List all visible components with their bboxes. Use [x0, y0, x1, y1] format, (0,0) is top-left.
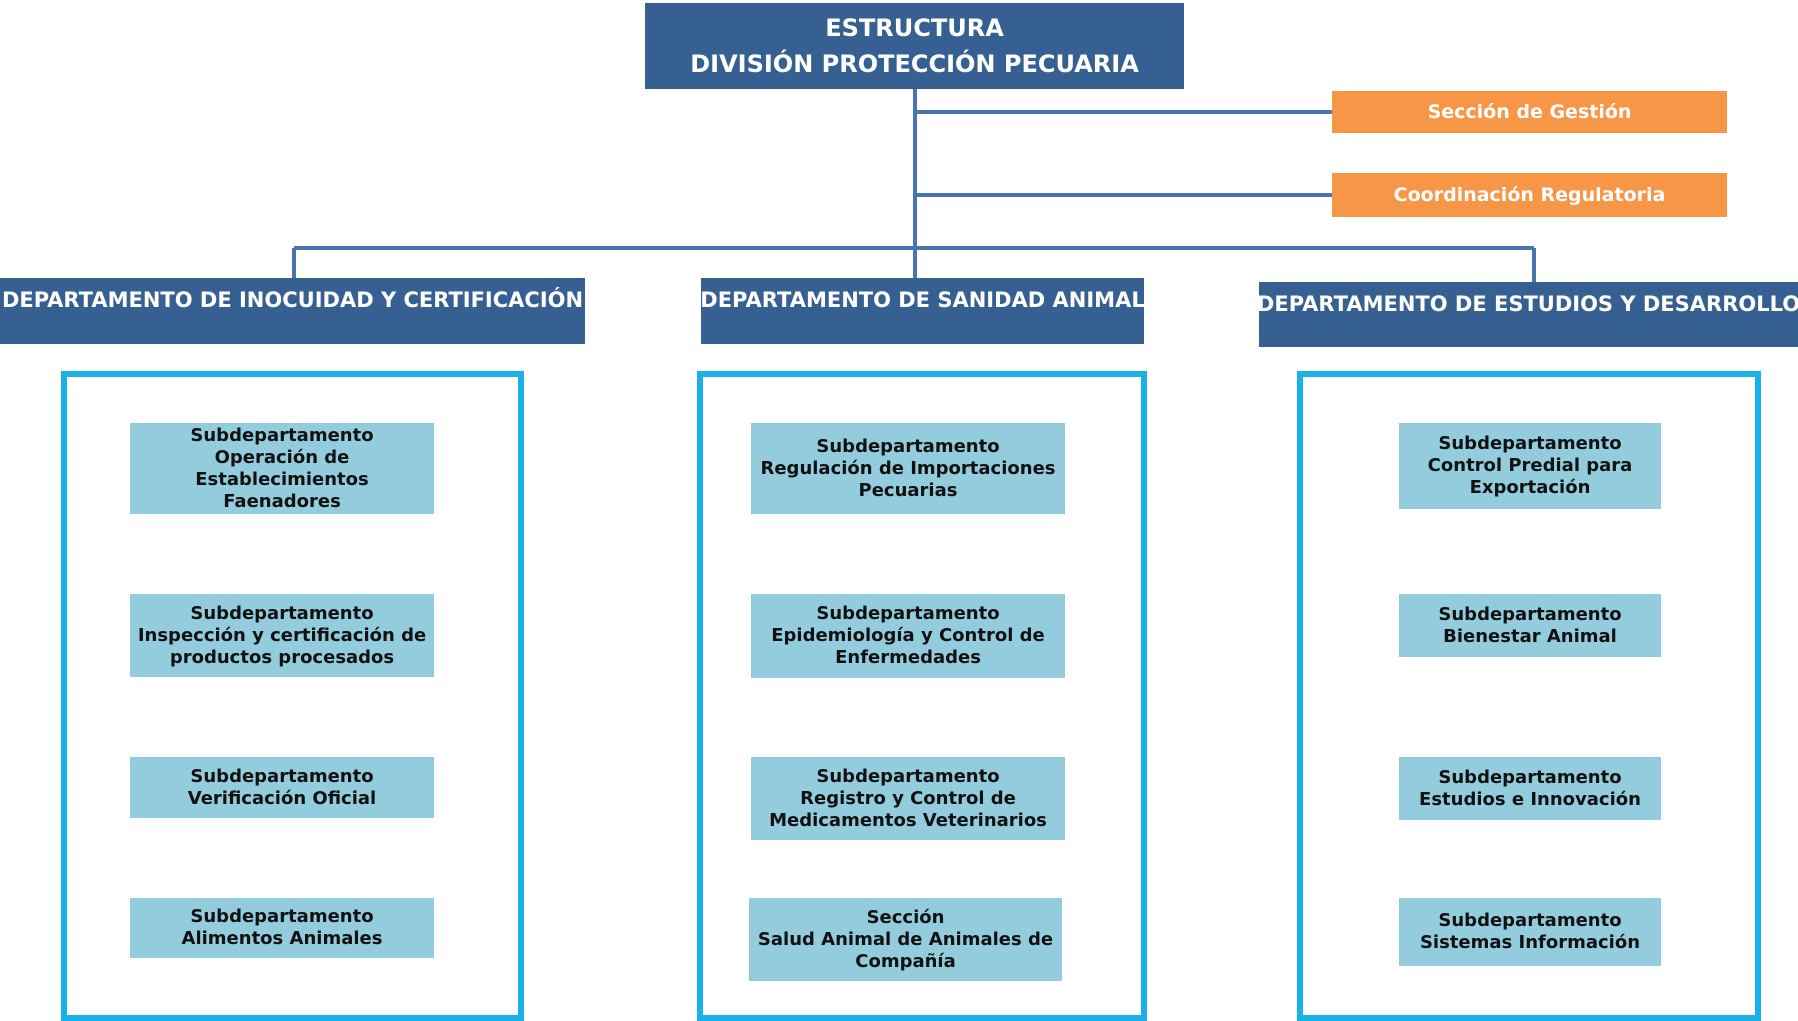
unit-box: Subdepartamento Inspección y certificaci… [130, 594, 434, 677]
unit-line: Regulación de Importaciones [760, 457, 1056, 479]
unit-line: Subdepartamento [1438, 766, 1622, 788]
unit-line: Subdepartamento [816, 603, 1000, 624]
department-label: DEPARTAMENTO DE INOCUIDAD Y CERTIFICACIÓ… [1, 288, 584, 312]
unit-line: Bienestar Animal [1443, 625, 1617, 647]
unit-line: Subdepartamento [1438, 910, 1622, 931]
division-title-line2: DIVISIÓN PROTECCIÓN PECUARIA [690, 50, 1139, 78]
unit-line: Medicamentos Veterinarios [769, 809, 1047, 831]
staff-box-coordinacion-regulatoria: Coordinación Regulatoria [1332, 173, 1727, 217]
unit-line: Sección [866, 906, 945, 928]
department-header-sanidad: DEPARTAMENTO DE SANIDAD ANIMAL [700, 278, 1145, 344]
unit-box: Subdepartamento Registro y Control de Me… [751, 757, 1065, 840]
unit-box: Sección Salud Animal de Animales de Comp… [749, 898, 1062, 981]
unit-box: Subdepartamento Control Predial para Exp… [1399, 423, 1661, 509]
department-label: DEPARTAMENTO DE SANIDAD ANIMAL [700, 288, 1145, 312]
unit-line: Faenadores [223, 490, 341, 512]
unit-box: Subdepartamento Bienestar Animal [1399, 594, 1661, 657]
unit-line: Estudios e Innovación [1419, 788, 1641, 810]
unit-line: Subdepartamento [1438, 603, 1622, 625]
department-label: DEPARTAMENTO DE ESTUDIOS Y DESARROLLO [1256, 292, 1798, 316]
unit-line: Epidemiología y Control de [771, 625, 1045, 646]
unit-line: Subdepartamento [190, 602, 374, 624]
unit-box: Subdepartamento Sistemas Información [1399, 898, 1661, 966]
unit-line: Subdepartamento [1438, 433, 1622, 454]
unit-line: Subdepartamento [190, 424, 374, 446]
unit-line: Sistemas Información [1419, 932, 1641, 953]
unit-line: Verificación Oficial [187, 787, 377, 809]
unit-line: Inspección y certificación de [137, 624, 427, 646]
unit-line: Registro y Control de [800, 787, 1016, 809]
unit-line: Salud Animal de Animales de [757, 928, 1054, 950]
department-header-estudios: DEPARTAMENTO DE ESTUDIOS Y DESARROLLO [1256, 282, 1798, 347]
unit-box: Subdepartamento Regulación de Importacio… [751, 423, 1065, 514]
unit-line: Operación de Establecimientos [195, 446, 369, 490]
staff-label: Sección de Gestión [1427, 101, 1632, 123]
staff-label: Coordinación Regulatoria [1393, 184, 1666, 206]
unit-line: productos procesados [169, 646, 395, 668]
department-header-inocuidad: DEPARTAMENTO DE INOCUIDAD Y CERTIFICACIÓ… [0, 278, 585, 344]
unit-line: Alimentos Animales [181, 928, 383, 949]
unit-line: Enfermedades [835, 647, 981, 668]
unit-box: Subdepartamento Epidemiología y Control … [751, 594, 1065, 678]
unit-line: Subdepartamento [816, 765, 1000, 787]
staff-box-seccion-gestion: Sección de Gestión [1332, 91, 1727, 133]
unit-line: Subdepartamento [190, 906, 374, 927]
unit-line: Exportación [1469, 477, 1591, 498]
unit-line: Subdepartamento [816, 435, 1000, 457]
unit-box: Subdepartamento Operación de Establecimi… [130, 423, 434, 514]
unit-line: Control Predial para [1427, 455, 1633, 476]
division-title-box: ESTRUCTURA DIVISIÓN PROTECCIÓN PECUARIA [645, 3, 1184, 89]
unit-line: Compañía [855, 950, 956, 972]
unit-line: Subdepartamento [190, 765, 374, 787]
division-title-line1: ESTRUCTURA [825, 14, 1004, 42]
unit-box: Subdepartamento Verificación Oficial [130, 757, 434, 818]
unit-line: Pecuarias [858, 479, 958, 501]
unit-box: Subdepartamento Estudios e Innovación [1399, 757, 1661, 820]
unit-box: Subdepartamento Alimentos Animales [130, 898, 434, 958]
